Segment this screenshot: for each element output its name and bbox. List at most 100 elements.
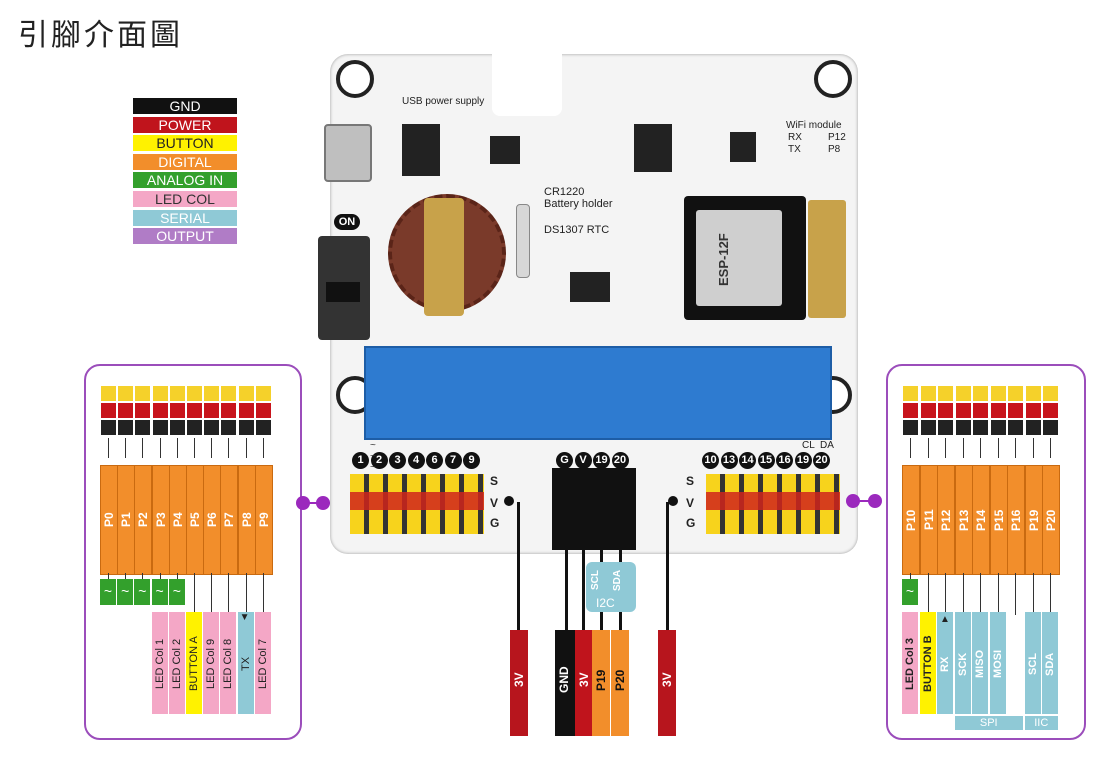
pin-power [1043,403,1058,418]
function-label: LED Col 2 [170,638,183,690]
g-label-left: G [490,516,500,530]
function-label: LED Col 7 [256,638,269,690]
digital-pin-bar [254,465,273,575]
v-label-left: V [490,496,499,510]
sda-label: SDA [612,569,623,591]
pin-signal [920,386,936,401]
function-badge [919,612,936,714]
header-pin-label: 4 [407,452,425,469]
header-pin-label: 14 [739,452,756,469]
pin-power [238,403,254,418]
function-badge [1042,612,1058,714]
function-badge [203,612,220,714]
analog-badge: ~ [100,579,116,605]
esp-label: ESP-12F [716,233,731,286]
wire [517,502,520,630]
pin-label: P10 [904,509,918,531]
pin-ground [920,420,936,435]
pin-power [920,403,936,418]
function-badge [186,612,202,714]
pin-ground [118,420,134,435]
pin-signal [990,386,1006,401]
function-badge [989,612,1006,714]
pin-label: P9 [256,512,271,528]
function-badge [254,612,271,714]
wire [582,528,585,630]
header-pin-label: 20 [813,452,830,469]
regulator-chip [634,124,672,172]
pin-signal [973,386,988,401]
pin-flag [592,630,610,736]
function-label: LED Col 1 [153,638,166,690]
analog-badge: ~ [134,579,151,605]
pin-line [211,573,213,615]
pin-ground [204,420,220,435]
function-label: SCL [1026,653,1039,675]
pin-flag-label: 3V [512,672,526,688]
wire-dot [504,496,514,506]
pin-line [159,573,161,579]
pin-stem [1050,438,1051,458]
header-pin-label: 15 [757,452,775,469]
connector-line [854,500,880,502]
pin-flag-label: P20 [613,669,627,691]
pin-label: P11 [921,509,936,531]
analog-badge: ~ [117,579,134,605]
pin-ground [187,420,202,435]
pin-ground [1043,420,1058,435]
p12-label: P12 [828,132,846,143]
pin-line [228,573,230,615]
esp-shield [696,210,782,306]
pin-power [955,403,971,418]
function-badge [168,612,185,714]
function-badge [237,612,254,714]
pin-signal [204,386,220,401]
pin-signal [101,386,116,401]
pin-power [101,403,116,418]
legend-item: LED COL [133,191,237,207]
pin-signal [169,386,185,401]
pin-line [1050,573,1051,615]
pin-ground [955,420,971,435]
wire-dot [668,496,678,506]
pin-flag [510,630,528,736]
function-badge [220,612,237,714]
s-label-left: S [490,474,499,488]
header-pin-label: G [556,452,573,469]
esp-antenna [808,200,846,318]
pin-ground [938,420,953,435]
pin-power [135,403,151,418]
function-label: MOSI [991,649,1004,679]
pin-line [927,573,929,615]
pin-stem [245,438,247,458]
pin-stem [194,438,195,458]
connector-dot [296,496,310,510]
pin-label: P7 [222,512,237,528]
header-pin-label: 9 [463,452,480,469]
pin-stem [228,438,230,458]
scl-label: SCL [590,570,601,590]
pin-label: P6 [205,512,220,528]
s-label-right: S [686,474,695,488]
legend-item: ANALOG IN [133,172,237,189]
pin-stem [125,438,127,458]
pin-stem [980,438,981,458]
connector-dot [846,494,860,508]
mount-hole [814,60,852,98]
pin-ground [1025,420,1041,435]
pin-flag [658,630,676,736]
legend-item: BUTTON [133,135,237,152]
pin-label: P19 [1026,509,1041,531]
header-pin-label: 20 [611,452,629,469]
pin-signal [255,386,271,401]
pin-ground [221,420,237,435]
pin-ground [152,420,168,435]
pin-label: P3 [153,512,168,528]
function-label: BUTTON B [921,635,934,693]
usb-connector [324,124,372,182]
function-badge [902,612,918,714]
rtc-label: DS1307 RTC [544,224,610,236]
function-label: RX [939,656,951,672]
pin-stem [211,438,213,458]
pin-line [1032,573,1034,615]
